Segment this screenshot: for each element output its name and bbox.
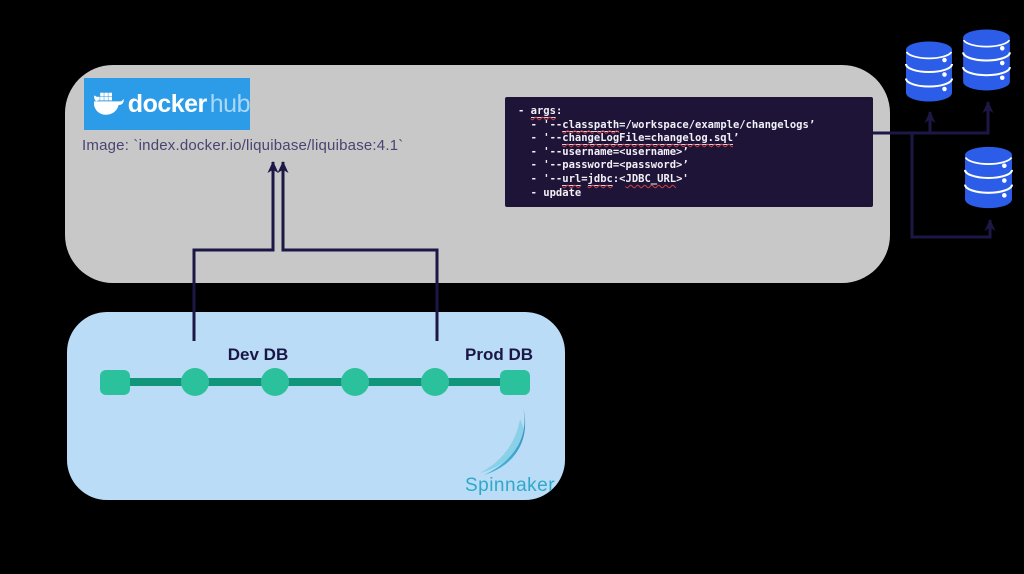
spinnaker-sail-icon — [480, 407, 526, 475]
database-icon-3 — [964, 146, 1013, 210]
hub-wordmark: hub — [209, 89, 251, 118]
dockerhub-panel: docker hub Image: `index.docker.io/liqui… — [65, 65, 890, 283]
pipeline-stage-node-3 — [341, 368, 369, 396]
docker-wordmark: docker — [127, 89, 207, 118]
code-line: - '--url=jdbc:<JDBC_URL>' — [518, 172, 689, 186]
code-line: - '--classpath=/workspace/example/change… — [518, 118, 816, 132]
prod-db-label: Prod DB — [465, 345, 533, 364]
pipeline-stage-node-dev — [181, 368, 209, 396]
spinnaker-panel: Dev DB Prod DB Spinnaker — [67, 312, 565, 500]
code-line: - update — [518, 186, 582, 199]
code-line: - args: — [518, 105, 563, 118]
code-line: - '--changeLogFile=changelog.sql’ — [518, 132, 740, 146]
spinnaker-wordmark: Spinnaker — [464, 475, 556, 496]
docker-whale-icon — [94, 92, 124, 115]
connector-code-to-db3 — [910, 133, 996, 239]
pipeline-bar — [110, 378, 520, 386]
code-line: - '--password=<password>’ — [518, 159, 689, 172]
pipeline-end-node — [500, 370, 530, 395]
dev-db-label: Dev DB — [227, 345, 289, 364]
database-icon-2 — [962, 29, 1011, 92]
liquibase-args-code-block: - args: - '--classpath=/workspace/exampl… — [505, 97, 873, 207]
pipeline-stage-node-prod — [421, 368, 449, 396]
dockerhub-logo: docker hub — [84, 78, 251, 130]
pipeline-start-node — [100, 370, 130, 395]
docker-image-reference: Image: `index.docker.io/liquibase/liquib… — [82, 137, 404, 154]
connector-code-to-db2 — [873, 101, 994, 135]
database-icon-1 — [905, 41, 953, 103]
code-line: - '--username=<username>’ — [518, 145, 689, 158]
pipeline-stage-node-2 — [261, 368, 289, 396]
